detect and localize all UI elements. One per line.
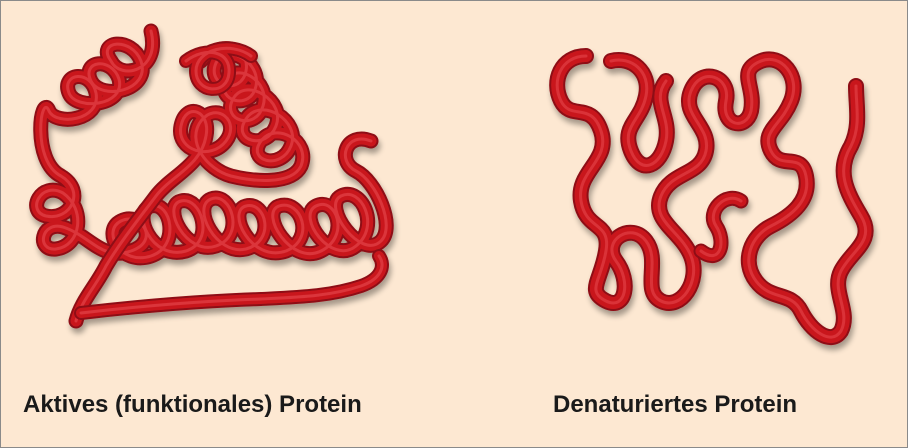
caption-denatured-protein: Denaturiertes Protein xyxy=(553,391,797,419)
caption-active-protein: Aktives (funktionales) Protein xyxy=(23,391,362,419)
active-protein-ribbon xyxy=(37,31,387,321)
denatured-protein-ribbon xyxy=(557,56,866,337)
